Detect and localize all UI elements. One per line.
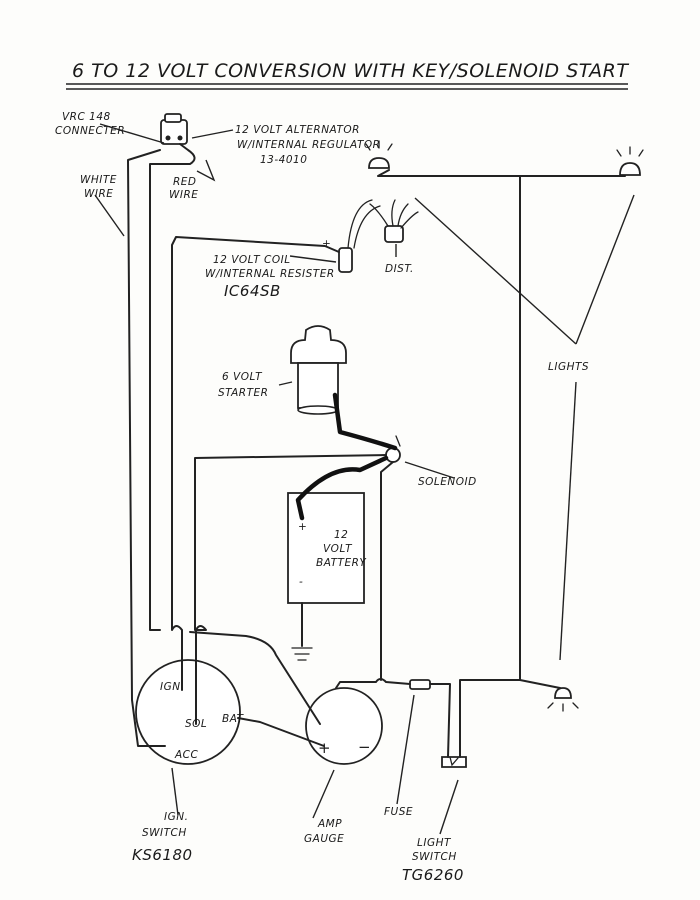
red-wire-label: RED (173, 176, 197, 188)
sol-wire (194, 454, 387, 725)
wiring (127, 143, 626, 758)
leader-lines (94, 123, 635, 835)
coil-feed-wire (171, 236, 340, 691)
switch-output-wire (459, 679, 561, 758)
dist-label: DIST. (385, 263, 414, 275)
white-wire-label: WHITE (80, 174, 117, 186)
solenoid-to-gauge-wire (380, 461, 394, 681)
headlight-left (365, 140, 393, 169)
battery-label-2: VOLT (323, 543, 353, 555)
alternator-part-number: 13-4010 (260, 154, 307, 166)
ignition-switch (135, 659, 241, 765)
ign-switch-label: IGN. (164, 811, 188, 823)
coil-part-number: IC64SB (224, 282, 281, 300)
bat-wire (237, 717, 325, 747)
coil-label: 12 VOLT COIL (213, 254, 291, 266)
white-wire (127, 149, 166, 747)
light-switch-label: LIGHT (417, 837, 452, 849)
battery (287, 492, 365, 604)
fuse-label: FUSE (384, 806, 413, 818)
bat-terminal-label: BAT (222, 713, 245, 725)
starter-label-2: STARTER (218, 387, 268, 399)
battery-cable (295, 455, 389, 521)
white-wire-label-2: WIRE (84, 188, 113, 200)
fuse (409, 679, 431, 690)
ignition-coil (338, 247, 353, 273)
amp-minus-label: − (358, 738, 371, 756)
amp-gauge-label: AMP (317, 818, 342, 830)
alternator-label-2: W/INTERNAL REGULATOR (237, 139, 380, 151)
tail-light (547, 687, 579, 712)
lights-label: LIGHTS (548, 361, 589, 373)
starter-motor (290, 325, 347, 415)
ign-switch-part-number: KS6180 (132, 846, 193, 864)
light-switch (441, 756, 467, 768)
ground-symbol (291, 602, 313, 661)
fuse-to-switch-wire (429, 683, 451, 758)
amp-plus-label: + (318, 739, 331, 757)
starter-solenoid (385, 447, 401, 463)
solenoid-terminal (395, 435, 401, 447)
amp-gauge (305, 687, 383, 765)
solenoid-label: SOLENOID (418, 476, 477, 488)
headlight-right (616, 146, 644, 176)
coil-label-2: W/INTERNAL RESISTER (205, 268, 335, 280)
alternator-connector (160, 113, 188, 145)
connector-label: VRC 148 (62, 111, 111, 123)
acc-terminal-label: ACC (174, 749, 199, 761)
gauge-output-wire (335, 678, 411, 689)
sol-terminal-label: SOL (185, 718, 207, 730)
battery-label-3: BATTERY (316, 557, 367, 569)
distributor (347, 199, 419, 249)
coil-plus: + (322, 238, 331, 250)
diagram-title: 6 TO 12 VOLT CONVERSION WITH KEY/SOLENOI… (72, 60, 629, 82)
starter-cable (332, 392, 398, 451)
starter-label: 6 VOLT (222, 371, 263, 383)
ign-bus-wire (189, 631, 321, 725)
connector-label-2: CONNECTER (55, 125, 125, 137)
battery-label: 12 (334, 529, 348, 541)
battery-minus: - (299, 576, 303, 588)
alternator-label: 12 VOLT ALTERNATOR (235, 124, 360, 136)
red-wire (149, 143, 196, 631)
ign-terminal-label: IGN (160, 681, 181, 693)
light-switch-label-2: SWITCH (412, 851, 457, 863)
light-switch-part-number: TG6260 (402, 866, 464, 884)
red-wire-label-2: WIRE (169, 189, 198, 201)
headlight-wire (377, 169, 626, 177)
ign-switch-label-2: SWITCH (142, 827, 187, 839)
amp-gauge-label-2: GAUGE (304, 833, 344, 845)
labels: VRC 148 CONNECTER 12 VOLT ALTERNATOR W/I… (55, 111, 589, 884)
battery-plus: + (298, 521, 307, 533)
